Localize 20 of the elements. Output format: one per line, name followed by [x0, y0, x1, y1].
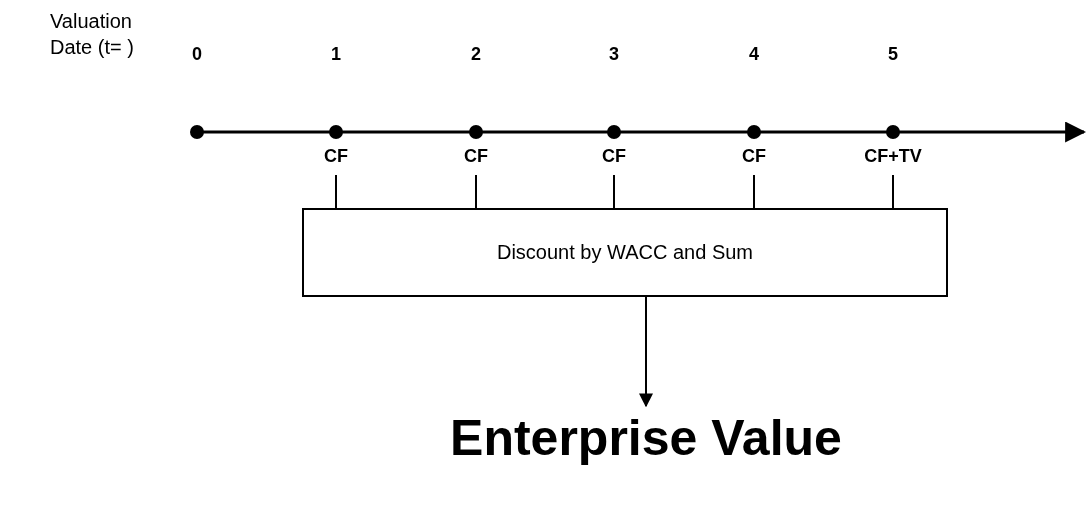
- connector-line: [475, 174, 477, 209]
- tick-label: 5: [888, 44, 898, 65]
- connector-line: [613, 174, 615, 209]
- result-label: Enterprise Value: [446, 408, 846, 468]
- tick-label: 0: [192, 44, 202, 65]
- cash-flow-label: CF+TV: [864, 146, 922, 167]
- arrow: [639, 296, 653, 408]
- cash-flow-label: CF: [742, 146, 766, 167]
- connector-line: [753, 174, 755, 209]
- tick-label: 2: [471, 44, 481, 65]
- cash-flow-label: CF: [602, 146, 626, 167]
- connector-line: [335, 174, 337, 209]
- process-box: Discount by WACC and Sum: [302, 208, 948, 297]
- tick-label: 3: [609, 44, 619, 65]
- cash-flow-label: CF: [464, 146, 488, 167]
- axis-title: Valuation Date (t= ): [50, 9, 135, 60]
- cash-flow-label: CF: [324, 146, 348, 167]
- connector-line: [892, 174, 894, 209]
- tick-label: 1: [331, 44, 341, 65]
- tick-label: 4: [749, 44, 759, 65]
